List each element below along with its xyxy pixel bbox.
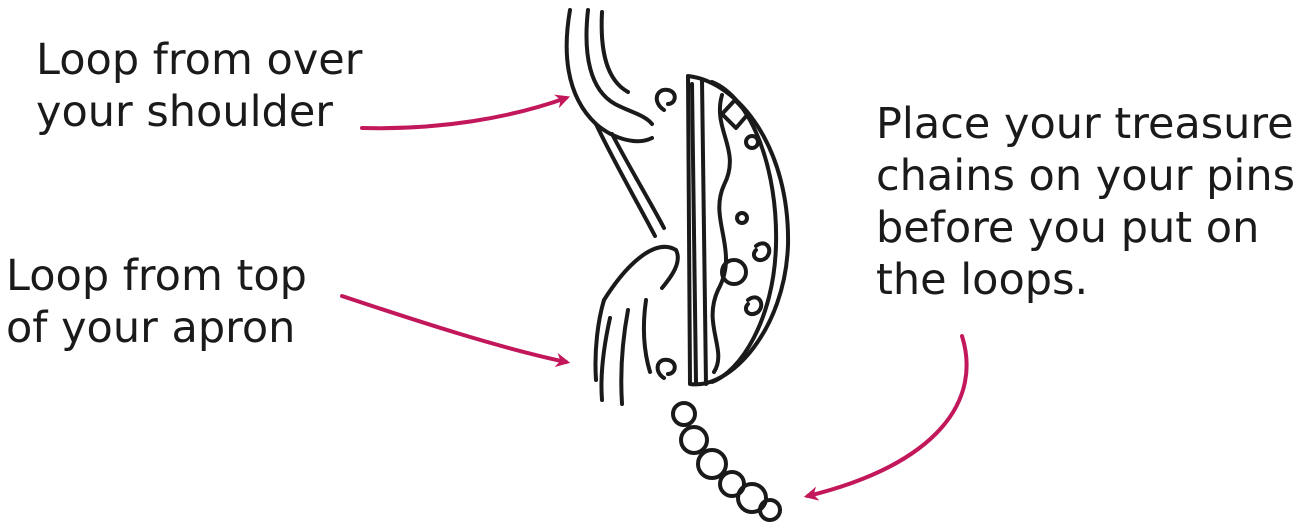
brooch-diamond-ornament (722, 100, 748, 128)
apron-strap (595, 247, 677, 404)
brooch-hook (657, 90, 675, 110)
brooch (657, 76, 788, 384)
chain-arrow (808, 336, 967, 496)
treasure-chain (673, 403, 780, 520)
brooch-swirl-ornament (754, 243, 769, 260)
brooch-dot-ornament (737, 213, 747, 223)
apron-arrow (342, 296, 566, 362)
shoulder-arrow (362, 98, 566, 128)
brooch-swirl-ornament (746, 297, 761, 314)
brooch-clasp (658, 360, 675, 378)
shoulder-strap (567, 10, 664, 236)
brooch-dot-ornament (746, 136, 758, 148)
